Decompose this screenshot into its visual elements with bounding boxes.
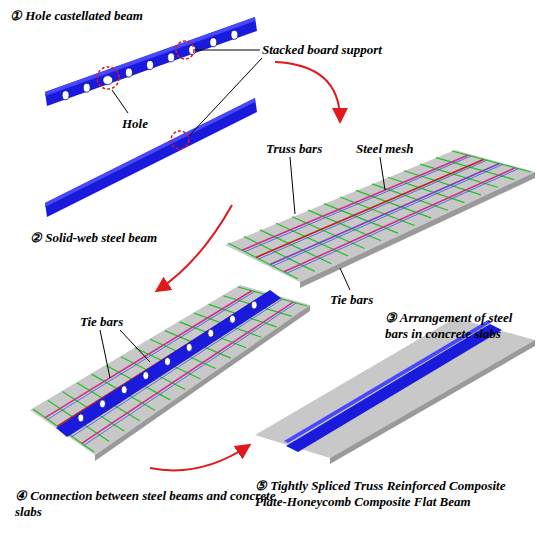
web-hole [78,414,84,422]
solid-web-beam [45,98,257,217]
caption-label: ② Solid-web steel beam [30,230,157,246]
flow-arrow [275,62,340,120]
leader-line [189,58,262,136]
steel-mesh [245,156,471,252]
web-hole [168,53,175,62]
steel-mesh [273,164,503,266]
caption-label: ③ Arrangement of steel bars in concrete … [385,310,533,341]
tie-bar [372,184,448,210]
tie-bar [244,236,315,271]
hole-marker [97,67,119,89]
steel-mesh [287,169,519,274]
steel-beam [56,290,281,437]
web-hole [186,343,192,351]
callout-label: Hole [122,116,148,132]
support-marker [176,41,194,59]
beam-flange [45,98,255,207]
flow-arrow [158,205,232,290]
flow-arrow [150,446,248,470]
leader-line [112,90,128,113]
web-hole [165,358,171,366]
support-marker [171,131,189,149]
tie-bar [292,217,365,249]
callout-label: Stacked board support [262,42,382,58]
tie-bar [340,197,415,226]
web-hole [103,76,113,85]
beam-holes [62,30,238,99]
leader-line [380,157,385,190]
web-hole [147,61,154,70]
caption-label: ④ Connection between steel beams and con… [15,488,285,519]
web-hole [100,400,106,408]
leader-line [340,268,350,290]
caption-label: ① Hole castellated beam [10,8,143,24]
truss-bar [270,164,499,265]
steel-beam [286,324,502,452]
tie-bar [324,204,398,234]
web-hole [208,329,214,337]
web-hole [83,83,90,92]
caption-label: ⑤ Tightly Spliced Truss Reinforced Compo… [255,478,533,509]
tie-bar [48,400,110,441]
leader-line [195,50,260,51]
tie-bar [260,230,331,264]
tie-bar [308,210,381,241]
web-hole [143,372,149,380]
callout-label: Steel mesh [356,141,413,157]
truss-bar [284,168,515,272]
truss-bar [242,155,468,250]
web-hole [251,301,257,309]
leader-line [290,157,295,214]
web-hole [210,38,217,47]
slab-rebar [33,287,307,452]
web-hole [121,386,127,394]
leader-line [120,330,150,362]
web-hole [62,91,69,100]
tie-bar [388,177,464,202]
leader-line [100,330,110,378]
callout-label: Truss bars [266,141,322,157]
slab-rebar [228,151,531,279]
steel-mesh [72,299,282,436]
callout-label: Tie bars [330,292,373,308]
concrete-slab [225,150,535,282]
web-hole [231,30,238,39]
web-hole [125,68,132,77]
beam-flange [45,17,255,96]
tie-bar [276,223,348,256]
web-hole [230,315,236,323]
castellated-beam [45,17,257,106]
steel-mesh [259,160,487,259]
tie-bar [228,243,298,279]
truss-bar [256,159,484,257]
tie-bar [452,151,531,172]
beam-holes [78,301,257,422]
callout-label: Tie bars [80,314,123,330]
slab-edge [300,172,535,288]
tie-bar [356,190,431,217]
